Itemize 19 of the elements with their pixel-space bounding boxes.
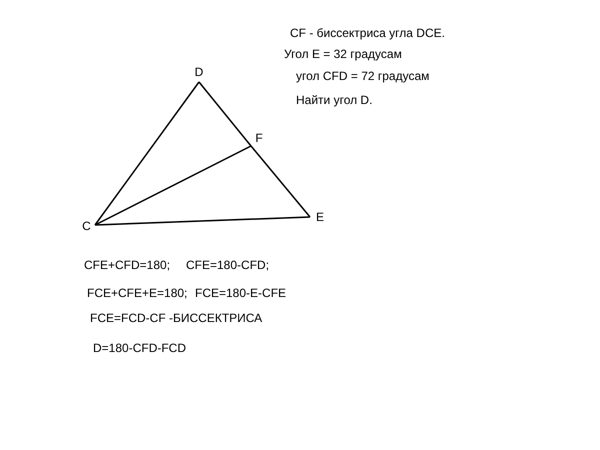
problem-statement: CF - биссектриса угла DCE. xyxy=(290,26,445,40)
solution-equation: FCE=FCD-CF -БИССЕКТРИСА xyxy=(90,311,262,325)
solution-equation: FCE+CFE+E=180; xyxy=(87,286,188,300)
solution-equation: CFE+CFD=180; xyxy=(84,258,170,272)
triangle-side xyxy=(94,82,200,226)
solution-equation: D=180-CFD-FCD xyxy=(93,341,186,355)
vertex-label: D xyxy=(192,63,206,81)
problem-statement: Найти угол D. xyxy=(296,93,372,107)
vertex-label: F xyxy=(252,130,266,146)
solution-equation: CFE=180-CFD; xyxy=(186,258,270,272)
problem-statement: угол CFD = 72 градусам xyxy=(296,69,430,83)
triangle-side xyxy=(94,145,252,226)
triangle-side xyxy=(250,146,311,218)
solution-equation: FCE=180-E-CFE xyxy=(195,286,286,300)
vertex-label: C xyxy=(79,218,94,234)
triangle-side xyxy=(94,216,310,226)
vertex-label: E xyxy=(311,208,329,226)
triangle-side xyxy=(198,82,252,146)
problem-statement: Угол E = 32 градусам xyxy=(284,47,402,61)
